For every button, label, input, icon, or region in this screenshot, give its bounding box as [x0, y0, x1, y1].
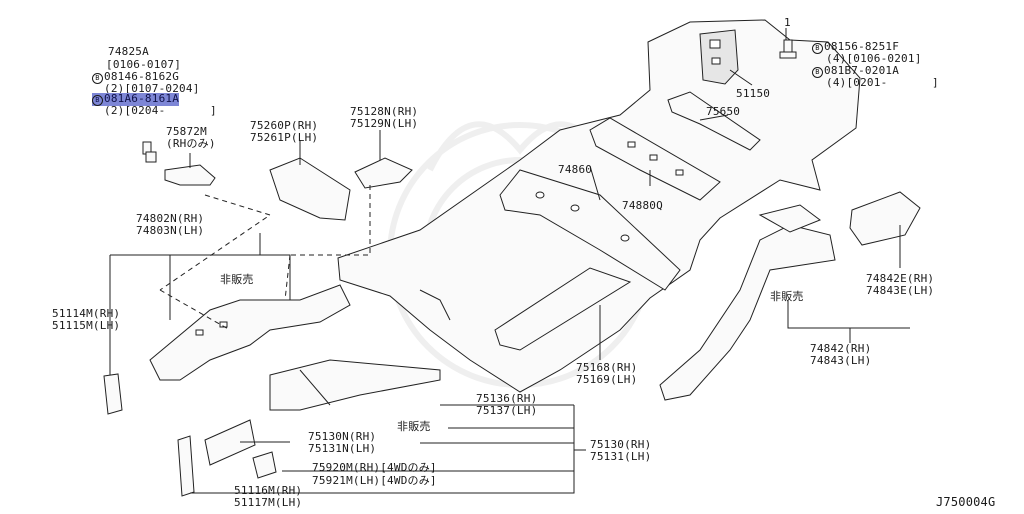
callout-08156-range: (4)[0106-0201] — [826, 52, 922, 65]
not-for-sale-label-3: 非販売 — [397, 420, 431, 433]
crossmember-75650-part — [667, 91, 761, 151]
callout-75136: 75136(RH) — [476, 392, 538, 405]
callout-74803n: 74803N(LH) — [136, 224, 205, 237]
member-75168-part — [494, 267, 632, 351]
callout-74842e: 74842E(RH) — [866, 272, 935, 285]
bracket-75260p-part — [269, 157, 351, 221]
bracket-75920m-part — [252, 451, 277, 479]
callout-75129n: 75129N(LH) — [350, 117, 419, 130]
callout-08146-range: (2)[0107-0204] — [104, 82, 200, 95]
callout-75920m: 75920M(RH)[4WDのみ] — [312, 461, 437, 474]
callout-75261p: 75261P(LH) — [250, 131, 319, 144]
callout-51150: 51150 — [736, 87, 771, 100]
callout-75137: 75137(LH) — [476, 404, 538, 417]
bracket-51114m-part — [103, 373, 123, 415]
bracket-75872m-part — [164, 164, 216, 186]
callout-74825a-range: [0106-0107] — [106, 58, 182, 71]
dashed-leaders — [159, 185, 371, 331]
bracket-51116m-part — [177, 435, 195, 497]
crossmember-74860-holes — [535, 191, 630, 242]
callout-74825a: 74825A — [108, 45, 149, 58]
callout-08156-code: 08156-8251F — [824, 40, 900, 53]
bolt-part — [779, 39, 797, 59]
callout-51116m: 51116M(RH) — [234, 484, 303, 497]
callout-081b7-code: 081B7-0201A — [824, 64, 900, 77]
drawing-code: J750004G — [936, 495, 996, 509]
callout-75131: 75131(LH) — [590, 450, 652, 463]
bracket-75128n-part — [354, 157, 413, 189]
callout-75128n: 75128N(RH) — [350, 105, 419, 118]
callout-75130: 75130(RH) — [590, 438, 652, 451]
callout-75131n: 75131N(LH) — [308, 442, 377, 455]
callout-51117m: 51117M(LH) — [234, 496, 303, 509]
bolt-marker-icon: B — [812, 67, 823, 78]
callout-08146-code: 08146-8162G — [104, 70, 180, 83]
callout-75872m: 75872M — [166, 125, 207, 138]
callout-74880q: 74880Q — [622, 199, 663, 212]
bracket-74842e-part — [849, 191, 921, 246]
crossmember-holes — [627, 141, 684, 176]
not-for-sale-label-2: 非販売 — [770, 290, 804, 303]
callout-081a6-range: (2)[0204- — [104, 104, 166, 117]
callout-74842: 74842(RH) — [810, 342, 872, 355]
callout-74843e: 74843E(LH) — [866, 284, 935, 297]
callout-51114m: 51114M(RH) — [52, 307, 121, 320]
floor-edge — [419, 289, 451, 321]
bolt-left-part — [142, 141, 157, 163]
callout-081b7-close: ] — [932, 76, 939, 89]
crossmember-74860-part — [499, 169, 681, 291]
callout-75130n: 75130N(RH) — [308, 430, 377, 443]
front-member-holes — [195, 321, 228, 336]
callout-081a6-code: 081A6-8161A — [104, 92, 180, 105]
callout-75650: 75650 — [706, 105, 741, 118]
callout-081b7-range: (4)[0201- — [826, 76, 888, 89]
callout-74843: 74843(LH) — [810, 354, 872, 367]
bolt-marker-icon: B — [812, 43, 823, 54]
callout-74802n: 74802N(RH) — [136, 212, 205, 225]
upper-bracket-part — [758, 204, 822, 233]
callout-number-1: 1 — [784, 16, 791, 29]
member-75130n-part — [204, 419, 256, 466]
callout-75169: 75169(LH) — [576, 373, 638, 386]
bolt-marker-icon: B — [92, 95, 103, 106]
callout-75168: 75168(RH) — [576, 361, 638, 374]
member-75136-part — [269, 359, 441, 411]
rear-bracket-part — [699, 29, 739, 85]
front-side-member-part — [149, 284, 351, 381]
callout-75921m: 75921M(LH)[4WDのみ] — [312, 474, 437, 487]
rear-side-member-part — [659, 224, 836, 401]
bolt-marker-icon: B — [92, 73, 103, 84]
callout-75872m-note: (RHのみ) — [166, 137, 216, 150]
callout-081a6-close: ] — [210, 104, 217, 117]
callout-51115m: 51115M(LH) — [52, 319, 121, 332]
callout-75260p: 75260P(RH) — [250, 119, 319, 132]
not-for-sale-label-1: 非販売 — [220, 273, 254, 286]
callout-74860: 74860 — [558, 163, 593, 176]
